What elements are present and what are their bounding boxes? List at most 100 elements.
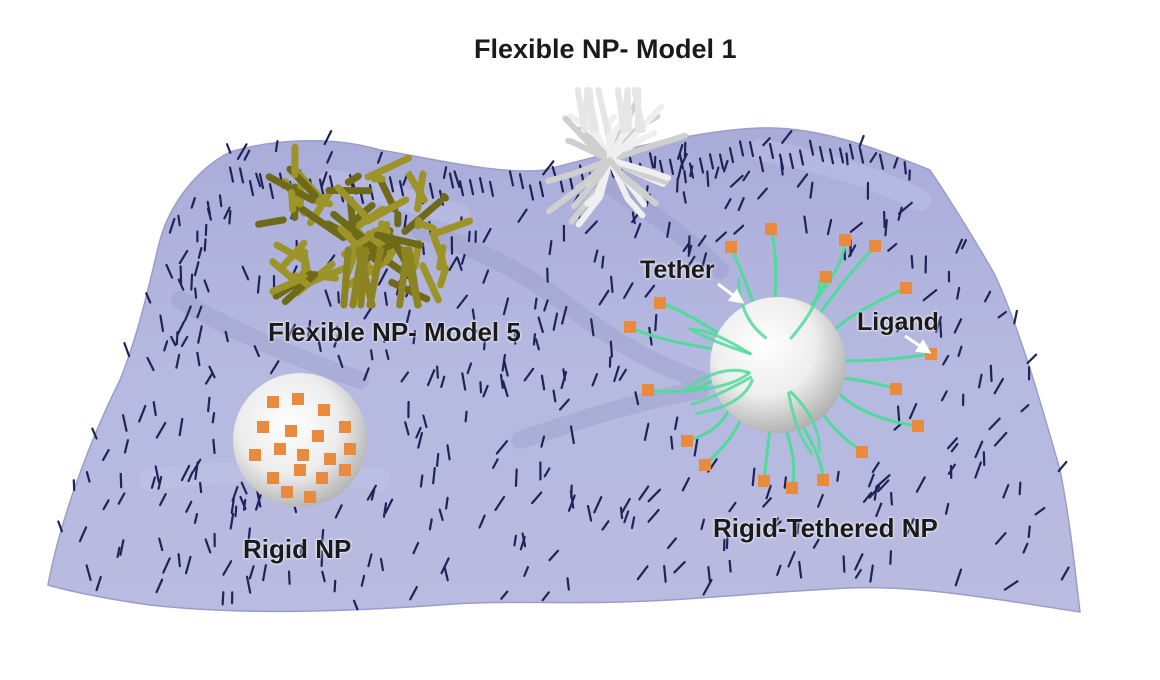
lipid-tick: [352, 599, 359, 611]
lipid-tick: [157, 475, 163, 490]
lipid-tick: [983, 290, 992, 303]
lipid-tick: [523, 367, 535, 382]
lipid-tick: [256, 275, 261, 294]
lipid-tick: [212, 438, 216, 455]
ligand-bead: [839, 234, 851, 246]
lipid-tick: [647, 508, 660, 523]
ligand-bead: [725, 241, 737, 253]
lipid-tick: [85, 564, 92, 581]
lipid-tick: [771, 520, 782, 530]
model5-strand: [401, 198, 444, 236]
rigid-np-bead: [339, 421, 351, 433]
lipid-tick: [456, 294, 469, 309]
lipid-tick: [243, 149, 251, 161]
lipid-tick: [419, 474, 424, 488]
lipid-tick: [708, 153, 715, 170]
model1-branch: [571, 157, 613, 210]
lipid-tick: [871, 461, 880, 474]
ligand-bead: [900, 282, 912, 294]
lipid-tick: [693, 437, 699, 457]
lipid-tick: [1026, 353, 1038, 365]
lipid-tick: [876, 479, 890, 493]
lipid-tick: [453, 170, 461, 189]
lipid-tick: [117, 492, 126, 505]
lipid-tick: [178, 249, 189, 265]
lipid-tick: [193, 287, 198, 299]
lipid-tick: [448, 172, 455, 189]
lipid-tick: [543, 467, 551, 478]
lipid-tick: [538, 181, 545, 198]
lipid-tick: [869, 564, 874, 583]
lipid-tick: [633, 222, 642, 239]
lipid-tick: [631, 211, 636, 225]
lipid-tick: [170, 335, 177, 347]
lipid-tick: [558, 398, 570, 411]
lipid-tick: [333, 579, 337, 593]
lipid-tick: [808, 139, 815, 156]
model5-strand: [273, 241, 309, 264]
label-flexible-np-model-5: Flexible NP- Model 5: [268, 317, 521, 347]
lipid-tick: [593, 496, 603, 514]
lipid-tick: [384, 498, 394, 514]
lipid-tick: [714, 166, 720, 179]
rigid-np-bead: [294, 464, 306, 476]
lipid-tick: [957, 345, 963, 358]
lipid-tick: [733, 224, 745, 235]
lipid-tick: [398, 180, 405, 197]
lipid-tick: [922, 289, 938, 302]
lipid-tick: [152, 400, 157, 417]
lipid-tick: [175, 353, 181, 369]
model1-branch: [565, 137, 613, 163]
lipid-tick: [145, 292, 152, 304]
lipid-tick: [185, 500, 193, 513]
model1-branch: [605, 113, 618, 163]
lipid-tick: [623, 510, 630, 524]
lipid-tick: [725, 531, 729, 550]
lipid-tick: [448, 256, 458, 272]
model5-strand: [364, 154, 413, 181]
lipid-tick: [944, 502, 950, 515]
lipid-tick: [685, 255, 696, 271]
lipid-tick: [168, 217, 176, 234]
lipid-tick: [722, 159, 729, 173]
lipid-tick: [163, 340, 169, 352]
lipid-tick: [443, 566, 449, 582]
model5-strand: [255, 216, 287, 228]
model5-strand: [429, 217, 474, 238]
lipid-tick: [619, 506, 624, 520]
lipid-tick: [707, 566, 711, 583]
lipid-tick: [700, 518, 706, 531]
lipid-tick: [534, 338, 541, 351]
lipid-tick: [674, 416, 679, 431]
lipid-tick: [203, 238, 207, 252]
lipid-tick: [977, 373, 983, 389]
lipid-tick: [1018, 481, 1022, 496]
tether-chain: [684, 368, 751, 391]
lipid-tick: [307, 319, 312, 338]
lipid-tick: [778, 153, 785, 170]
lipid-tick: [363, 367, 370, 382]
lipid-tick: [862, 491, 873, 503]
lipid-tick: [593, 249, 599, 263]
lipid-tick: [908, 402, 918, 420]
lipid-tick: [155, 421, 167, 439]
lipid-tick: [514, 468, 518, 488]
rigid-np-bead: [257, 421, 269, 433]
lipid-tick: [468, 179, 475, 196]
lipid-tick: [184, 555, 192, 575]
lipid-tick: [388, 176, 395, 193]
ligand-bead: [624, 321, 636, 333]
lipid-tick: [478, 176, 485, 194]
lipid-tick: [613, 365, 620, 383]
lipid-tick: [796, 519, 800, 535]
lipid-tick: [528, 184, 535, 201]
lipid-tick: [438, 508, 444, 522]
model1-branch: [607, 132, 688, 163]
lipid-tick: [771, 517, 780, 527]
lipid-tick: [154, 465, 161, 484]
lipid-tick: [177, 553, 181, 568]
lipid-tick: [890, 491, 893, 506]
label-rigid-np: Rigid NP: [243, 534, 352, 564]
